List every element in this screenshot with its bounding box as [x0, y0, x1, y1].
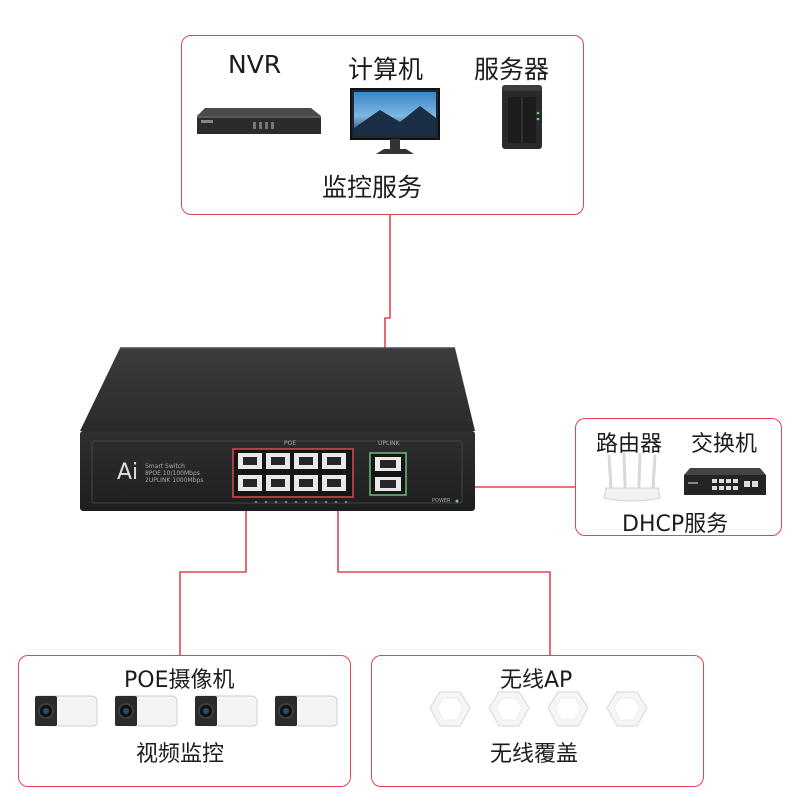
wireless-ap-icon-4 — [606, 691, 648, 727]
router-label: 路由器 — [596, 432, 663, 457]
dhcp-caption: DHCP服务 — [622, 512, 729, 537]
main-poe-switch-device — [80, 347, 475, 511]
wireless-ap-icon-1 — [429, 691, 471, 727]
camera-icon-4 — [275, 695, 338, 727]
cameras-title: POE摄像机 — [124, 668, 235, 693]
switch-model-line3: 2UPLINK 1000Mbps — [145, 477, 204, 484]
switch-uplink-label: UPLINK — [378, 440, 400, 447]
small-switch-icon — [684, 468, 766, 495]
camera-icon-1 — [35, 695, 98, 727]
line-switch-to-cameras — [179, 497, 247, 655]
camera-icon-2 — [115, 695, 178, 727]
wireless-caption: 无线覆盖 — [490, 742, 579, 767]
switch-power-label: POWER — [432, 498, 451, 504]
nvr-label: NVR — [228, 50, 282, 79]
wireless-ap-icon-2 — [488, 691, 530, 727]
server-nas-icon — [502, 85, 542, 149]
router-icon — [603, 452, 661, 502]
switch-label: 交换机 — [691, 432, 758, 457]
line-switch-to-wireless — [337, 497, 551, 655]
switch-model-line1: Smart Switch — [145, 463, 185, 470]
wireless-group-box — [371, 655, 704, 787]
switch-logo: Ai — [117, 460, 139, 485]
wireless-title: 无线AP — [500, 668, 573, 693]
computer-label: 计算机 — [348, 55, 424, 84]
cameras-caption: 视频监控 — [136, 742, 225, 767]
camera-icon-3 — [195, 695, 258, 727]
server-label: 服务器 — [474, 55, 550, 84]
wireless-ap-icon-3 — [547, 691, 589, 727]
switch-model-line2: 8POE 10/100Mbps — [145, 470, 200, 477]
switch-poe-label: POE — [284, 440, 297, 447]
nvr-device-icon — [197, 108, 321, 134]
monitoring-caption: 监控服务 — [322, 173, 423, 202]
computer-monitor-icon — [350, 88, 440, 154]
